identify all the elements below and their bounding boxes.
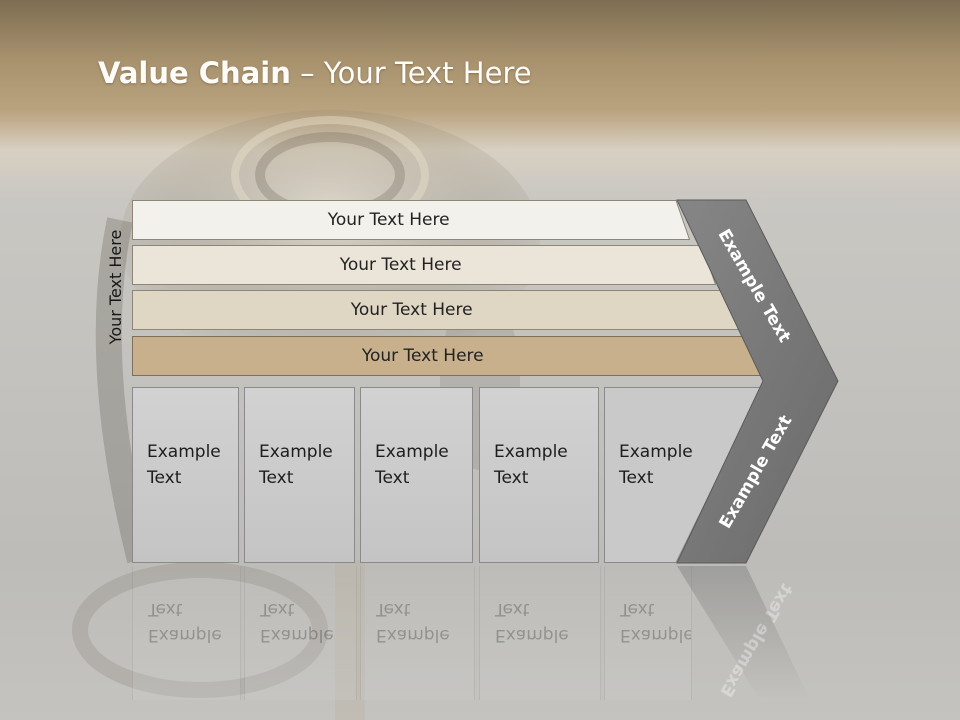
- reflection-line2: Text: [148, 599, 183, 619]
- reflection-line1: Example: [376, 625, 450, 645]
- title-bold: Value Chain: [98, 56, 291, 90]
- activity-reflection-2: Example Text: [244, 566, 357, 700]
- activity-label-line1: Example: [619, 442, 693, 462]
- support-bar-4: Your Text Here: [132, 336, 764, 376]
- reflection-line2: Text: [620, 599, 655, 619]
- support-bar-1: Your Text Here: [132, 200, 690, 240]
- reflection-line2: Text: [376, 599, 411, 619]
- activity-label-line1: Example: [259, 442, 333, 462]
- activity-label-line2: Text: [619, 468, 654, 488]
- reflection-line1: Example: [495, 625, 569, 645]
- activity-label-line1: Example: [375, 442, 449, 462]
- activity-label-line2: Text: [259, 468, 294, 488]
- activity-reflection-3: Example Text: [360, 566, 475, 700]
- reflection-line1: Example: [260, 625, 334, 645]
- support-bar-label: Your Text Here: [350, 300, 473, 320]
- reflection-line2: Text: [495, 599, 530, 619]
- activity-label-line2: Text: [147, 468, 182, 488]
- activity-label-line2: Text: [375, 468, 410, 488]
- support-bar-label: Your Text Here: [339, 255, 462, 275]
- activity-label-line1: Example: [494, 442, 568, 462]
- activity-label-line2: Text: [494, 468, 529, 488]
- support-bar-2: Your Text Here: [132, 245, 716, 285]
- reflection-line1: Example: [148, 625, 222, 645]
- support-bar-label: Your Text Here: [361, 346, 484, 366]
- side-label: Your Text Here: [106, 229, 125, 345]
- activity-reflection-4: Example Text: [479, 566, 601, 700]
- reflection-line2: Text: [260, 599, 295, 619]
- support-bar-3: Your Text Here: [132, 290, 740, 330]
- activity-reflection-5: Example Text: [604, 566, 692, 700]
- slide-title: Value Chain – Your Text Here: [98, 56, 532, 90]
- reflection-line1: Example: [620, 625, 692, 645]
- title-rest: – Your Text Here: [290, 56, 532, 90]
- activity-reflection-1: Example Text: [132, 566, 241, 700]
- support-bar-label: Your Text Here: [327, 210, 450, 230]
- activity-label-line1: Example: [147, 442, 221, 462]
